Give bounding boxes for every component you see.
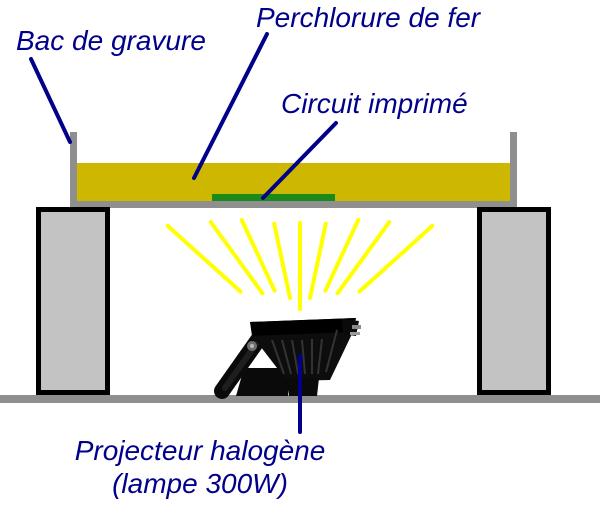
projector-handle-inner	[222, 341, 259, 391]
left-support-pillar	[36, 207, 110, 395]
light-ray	[165, 223, 243, 294]
projector-bracket	[342, 319, 359, 336]
light-ray	[357, 223, 435, 294]
printed-circuit-board	[212, 194, 335, 201]
bracket-clip	[352, 325, 361, 329]
tray-pointer-line	[29, 57, 72, 144]
bracket-clip-lower	[350, 332, 360, 335]
projector-label-line1: Projecteur halogène	[74, 435, 326, 466]
light-ray	[208, 220, 265, 296]
tray-bottom	[70, 201, 517, 208]
tray-right-wall	[510, 132, 517, 208]
light-ray	[239, 217, 277, 293]
tray-left-wall	[70, 132, 77, 208]
projector-label-line2: (lampe 300W)	[112, 468, 288, 499]
light-ray	[335, 220, 392, 296]
light-ray	[308, 221, 328, 300]
handle-screw-center	[250, 344, 254, 348]
pcb-label: Circuit imprimé	[281, 88, 468, 119]
projector-label: Projecteur halogène (lampe 300W)	[40, 434, 360, 500]
projector-snout	[286, 378, 319, 396]
tray-label: Bac de gravure	[16, 25, 206, 56]
projector-base	[236, 368, 288, 396]
light-ray	[272, 221, 292, 300]
right-support-pillar	[477, 207, 551, 395]
projector-rim	[250, 318, 356, 336]
pointer-lines	[29, 32, 338, 434]
etchant-label: Perchlorure de fer	[256, 2, 481, 33]
etchant-pointer-line	[192, 32, 269, 180]
pcb-pointer-line	[261, 121, 338, 200]
light-ray	[323, 217, 361, 293]
projector-ribs	[271, 329, 338, 375]
halogen-projector-illustration	[214, 318, 361, 399]
light-rays	[165, 217, 435, 311]
